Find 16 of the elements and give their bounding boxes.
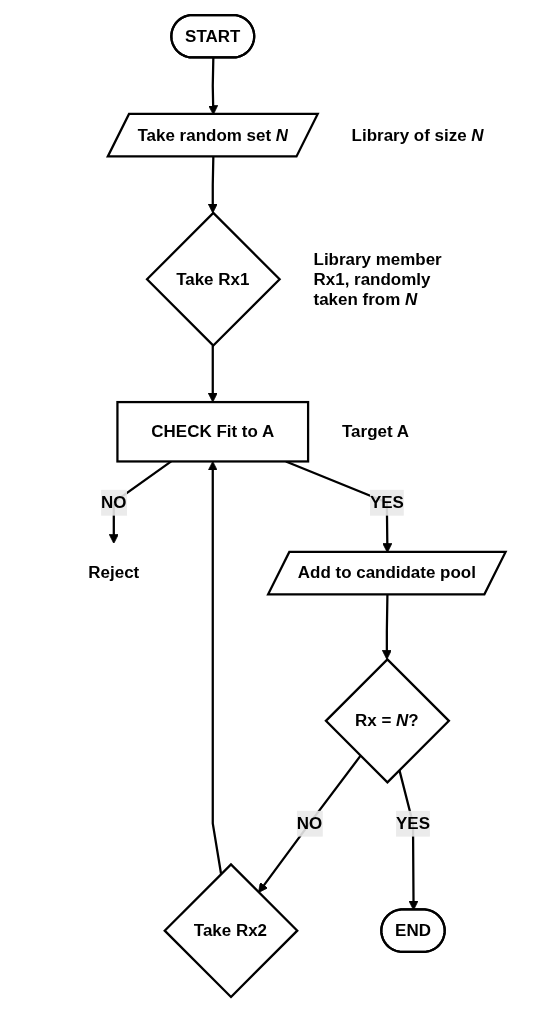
node-text: Reject (88, 562, 140, 582)
edge-label: NO (296, 812, 323, 832)
note-text: Library member Rx1, randomly taken from N (313, 249, 442, 309)
edge-label: YES (396, 812, 430, 832)
node-diamond: Take Rx1 (145, 210, 282, 347)
note-text: Target A (342, 421, 409, 441)
node-box: CHECK Fit to A (116, 400, 310, 463)
edge-label: YES (369, 491, 404, 511)
arrow (207, 460, 223, 874)
arrow (258, 754, 362, 893)
note-text: Library of size N (351, 125, 484, 145)
node-diamond: Rx = N? (324, 657, 451, 784)
arrow (207, 156, 218, 213)
edge-label: NO (101, 491, 127, 511)
node-diamond: Take Rx2 (163, 862, 299, 999)
arrow (381, 594, 392, 660)
